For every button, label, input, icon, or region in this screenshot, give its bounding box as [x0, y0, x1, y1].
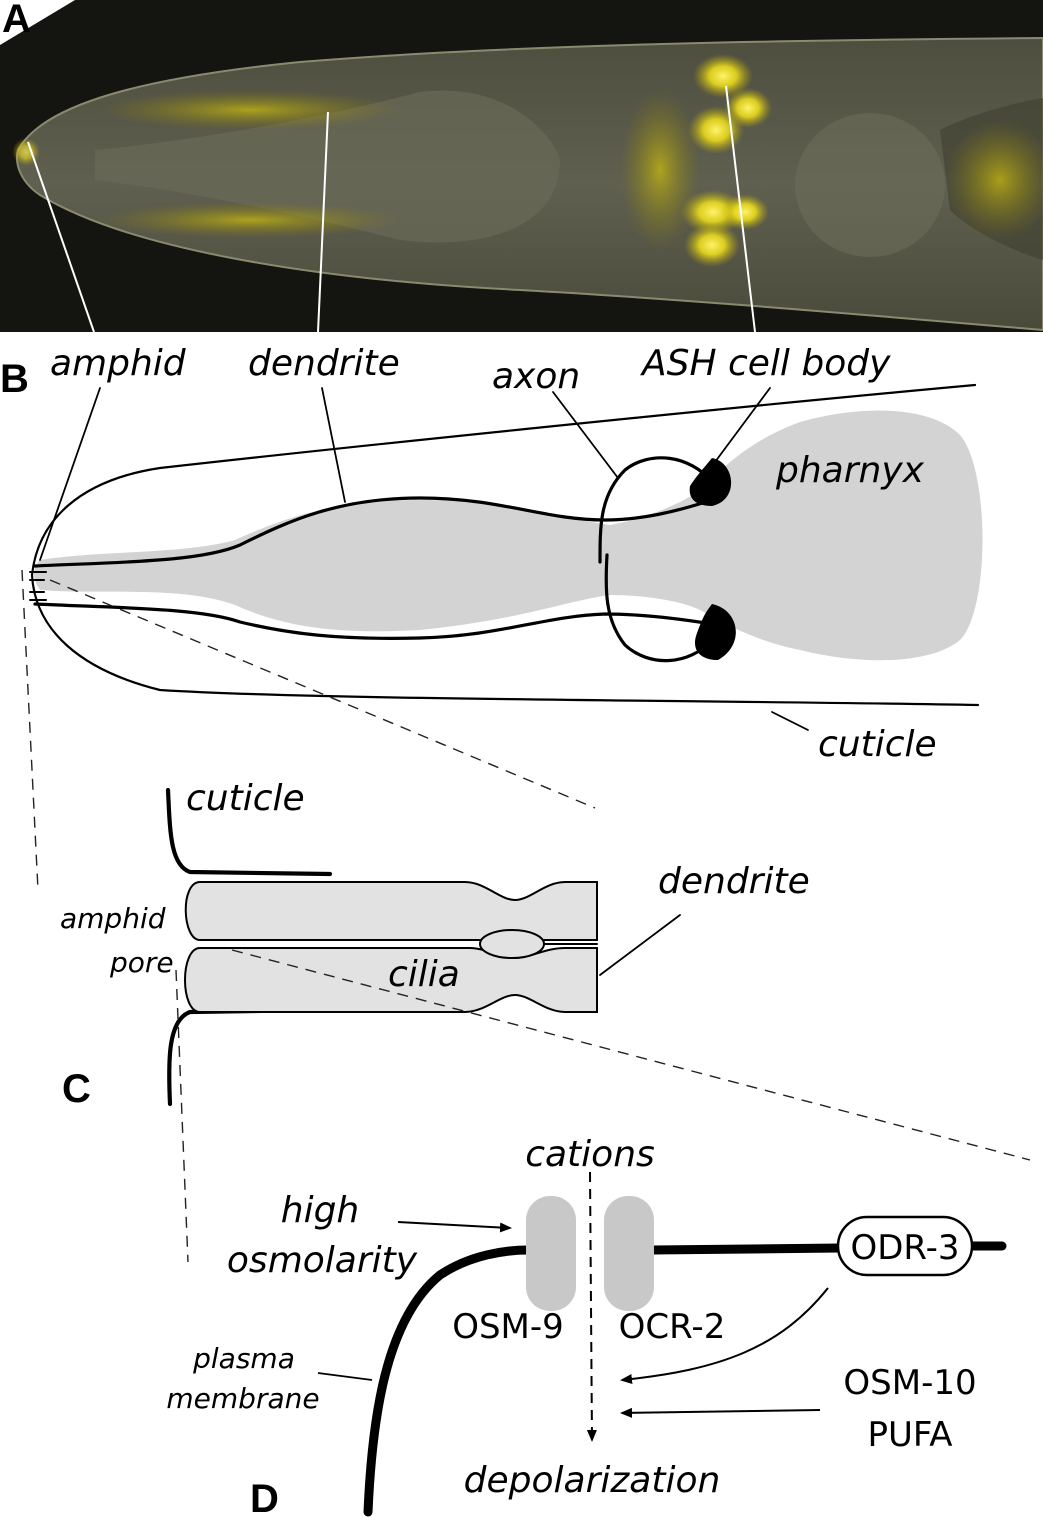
panel-label-c: C	[62, 1067, 91, 1111]
leader-dendrite	[321, 387, 346, 503]
leader-dendrite-c	[599, 914, 681, 976]
panel-a-micrograph: A	[0, 0, 1043, 333]
dendrite-ventral	[33, 602, 714, 640]
label-amphid-pore-1: amphid	[60, 902, 166, 935]
fluor-nerve-ring	[620, 90, 700, 250]
ash-glow-5	[721, 194, 769, 230]
osm10-arrow	[620, 1407, 821, 1418]
label-amphid-pore-2: pore	[109, 946, 174, 979]
label-odr3: ODR-3	[850, 1228, 959, 1268]
zoom-line-left	[21, 569, 39, 891]
cuticle-lower	[167, 1007, 333, 1107]
ash-glow-3	[688, 106, 744, 154]
plasma-membrane-curve	[363, 1245, 533, 1517]
label-high-osmolarity-2: osmolarity	[227, 1240, 418, 1281]
panel-c-amphid: C cuticle amphid pore dendrite cilia	[60, 778, 1031, 1263]
ash-glow-1	[693, 54, 753, 98]
fluor-ventral-dendrite	[100, 202, 400, 238]
micrograph-corner	[0, 0, 75, 45]
leader-amphid	[39, 387, 101, 561]
label-ocr2: OCR-2	[619, 1307, 726, 1347]
label-pufa: PUFA	[867, 1415, 952, 1455]
zoom-line-right	[49, 579, 596, 809]
label-osm10: OSM-10	[843, 1363, 976, 1403]
label-cuticle-b: cuticle	[818, 724, 937, 765]
ash-cell-body-ventral	[694, 604, 736, 660]
leader-cuticle	[771, 711, 809, 731]
label-cuticle-c: cuticle	[186, 778, 305, 819]
cilia-transition	[479, 929, 545, 959]
pointer-ash	[725, 85, 756, 333]
pharynx-shape	[34, 410, 983, 661]
ash-cell-body-dorsal	[689, 458, 732, 506]
zoom-line-d-right	[231, 949, 1031, 1161]
amphid-tips	[29, 571, 47, 601]
leader-ash	[714, 387, 771, 463]
pharynx-corpus	[95, 90, 560, 243]
odr3-arrow	[620, 1287, 829, 1384]
panel-b-schematic: B amphid dendrite axon ASH cell body pha…	[0, 343, 983, 891]
osmolarity-arrow	[397, 1221, 512, 1233]
channel-osm9	[526, 1196, 576, 1311]
fluor-dorsal-dendrite	[100, 90, 400, 130]
cilium-upper	[184, 881, 598, 941]
panel-label-d: D	[250, 1477, 279, 1517]
label-plasma-1: plasma	[192, 1342, 295, 1375]
label-cations: cations	[525, 1134, 655, 1175]
label-osm9: OSM-9	[452, 1307, 564, 1347]
label-amphid: amphid	[50, 343, 187, 384]
pointer-dendrite	[317, 111, 329, 333]
label-pharynx: pharnyx	[775, 450, 925, 491]
cuticle-outline	[30, 383, 980, 707]
cation-flow-arrow	[586, 1171, 597, 1442]
zoom-line-d-left	[175, 969, 189, 1263]
cuticle-upper	[165, 787, 333, 877]
leader-axon	[552, 391, 619, 479]
label-cilia: cilia	[388, 954, 460, 995]
panel-label-b: B	[0, 357, 29, 401]
ash-glow-6	[684, 223, 740, 267]
panel-label-a: A	[2, 0, 31, 41]
label-dendrite: dendrite	[248, 343, 400, 384]
pharynx-bulb	[795, 113, 945, 257]
axon-loop-dorsal	[598, 456, 714, 564]
fluor-right	[945, 120, 1043, 240]
dendrite-dorsal	[33, 496, 714, 568]
label-ash-cell-body: ASH cell body	[640, 343, 891, 384]
label-depolarization: depolarization	[464, 1460, 721, 1501]
label-dendrite-c: dendrite	[658, 861, 810, 902]
pointer-amphid	[27, 141, 95, 333]
label-plasma-2: membrane	[166, 1382, 319, 1415]
leader-plasma-membrane	[317, 1372, 373, 1381]
odr3-box	[836, 1215, 974, 1277]
panel-d-signaling: D ODR-3 cations high osmolarity OSM-9 OC…	[166, 1134, 1007, 1517]
label-high-osmolarity-1: high	[281, 1190, 360, 1231]
axon-loop-ventral	[604, 553, 714, 663]
channel-ocr2	[604, 1196, 654, 1311]
plasma-membrane-middle	[648, 1243, 845, 1255]
label-axon: axon	[492, 356, 580, 397]
